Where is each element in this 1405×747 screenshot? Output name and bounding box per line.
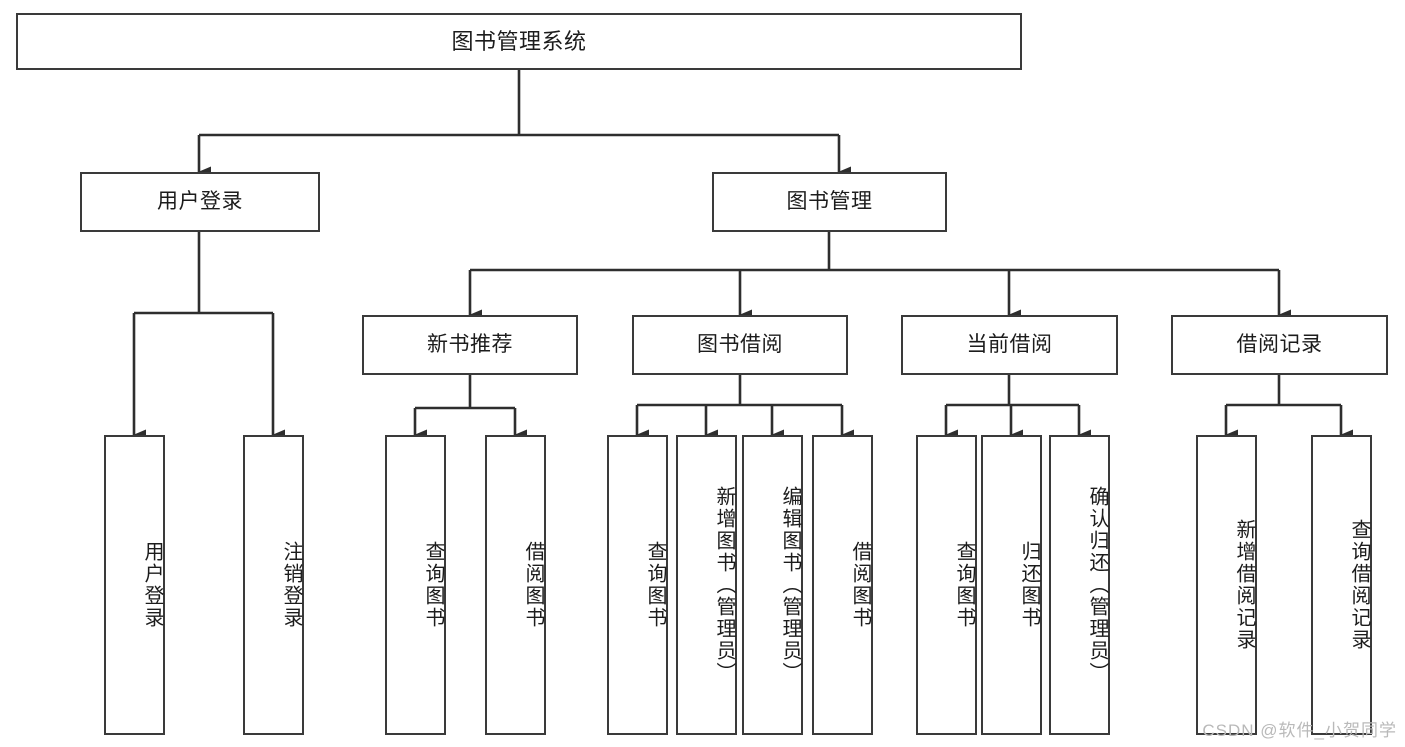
leaf-user-login[interactable]: 用户登录: [104, 435, 165, 735]
leaf-borrow-book-borrow[interactable]: 借阅图书: [812, 435, 873, 735]
node-borrow-record[interactable]: 借阅记录: [1171, 315, 1388, 375]
watermark-credit: CSDN @软件_小贺同学: [1202, 721, 1397, 740]
leaf-return-book[interactable]: 归还图书: [981, 435, 1042, 735]
leaf-logout[interactable]: 注销登录: [243, 435, 304, 735]
node-current-borrow[interactable]: 当前借阅: [901, 315, 1118, 375]
leaf-add-borrow-record[interactable]: 新增借阅记录: [1196, 435, 1257, 735]
node-root-system[interactable]: 图书管理系统: [16, 13, 1022, 70]
node-new-book-recommend[interactable]: 新书推荐: [362, 315, 578, 375]
leaf-query-book-current[interactable]: 查询图书: [916, 435, 977, 735]
node-user-login[interactable]: 用户登录: [80, 172, 320, 232]
node-book-borrow[interactable]: 图书借阅: [632, 315, 848, 375]
leaf-query-borrow-record[interactable]: 查询借阅记录: [1311, 435, 1372, 735]
leaf-borrow-book-recommend[interactable]: 借阅图书: [485, 435, 546, 735]
node-book-management[interactable]: 图书管理: [712, 172, 947, 232]
leaf-query-book-recommend[interactable]: 查询图书: [385, 435, 446, 735]
leaf-edit-book-admin[interactable]: 编辑图书（管理员）: [742, 435, 803, 735]
leaf-add-book-admin[interactable]: 新增图书（管理员）: [676, 435, 737, 735]
leaf-query-book-borrow[interactable]: 查询图书: [607, 435, 668, 735]
leaf-confirm-return-admin[interactable]: 确认归还（管理员）: [1049, 435, 1110, 735]
